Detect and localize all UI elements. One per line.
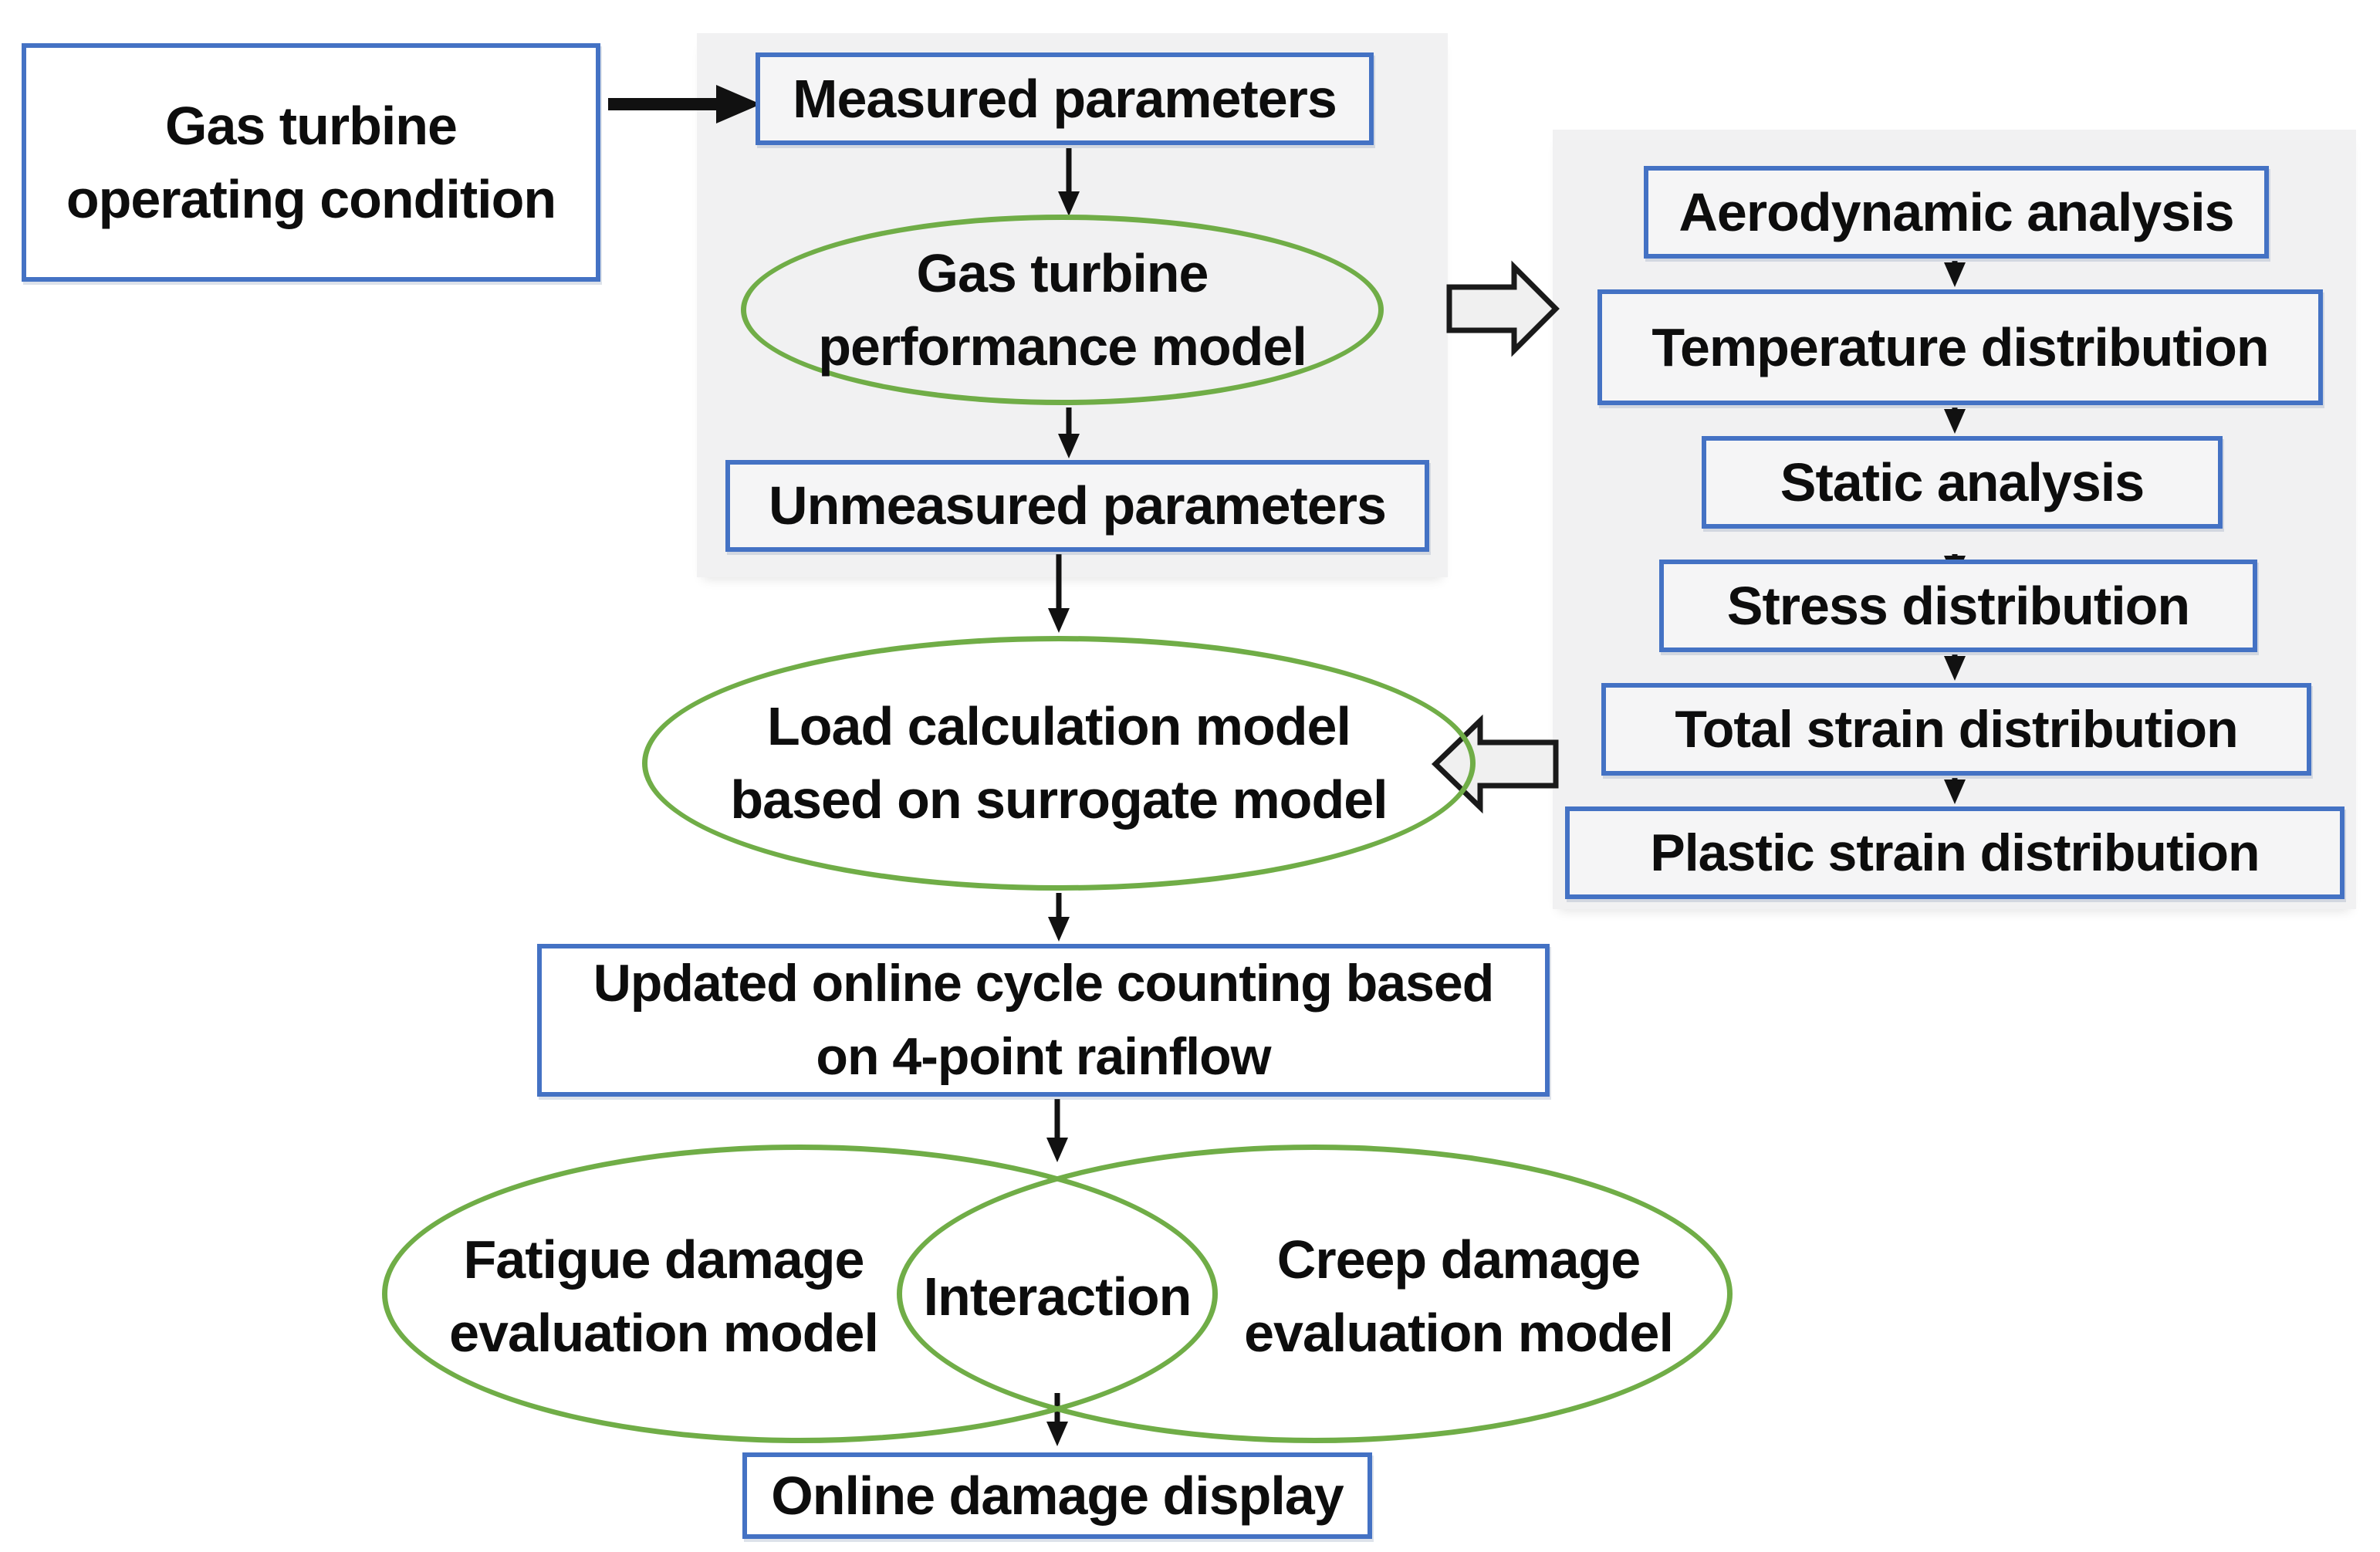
node-online-damage-display: Online damage display bbox=[742, 1452, 1372, 1539]
node-unmeasured-parameters: Unmeasured parameters bbox=[725, 460, 1429, 552]
node-plastic-strain-distribution: Plastic strain distribution bbox=[1565, 806, 2345, 899]
node-creep-ellipse bbox=[897, 1145, 1733, 1443]
node-stress-distribution: Stress distribution bbox=[1659, 560, 2257, 652]
node-operating-condition: Gas turbine operating condition bbox=[22, 43, 600, 282]
node-aerodynamic-analysis: Aerodynamic analysis bbox=[1644, 166, 2269, 259]
label-fatigue-damage: Fatigue damage evaluation model bbox=[449, 1229, 879, 1363]
node-static-analysis: Static analysis bbox=[1702, 436, 2223, 529]
node-temperature-distribution: Temperature distribution bbox=[1597, 289, 2323, 405]
node-measured-parameters: Measured parameters bbox=[756, 52, 1374, 145]
node-load-calculation-model: Load calculation model based on surrogat… bbox=[642, 636, 1476, 891]
node-total-strain-distribution: Total strain distribution bbox=[1601, 683, 2311, 776]
label-creep-damage: Creep damage evaluation model bbox=[1244, 1229, 1674, 1363]
node-performance-model: Gas turbine performance model bbox=[741, 215, 1384, 405]
node-cycle-counting: Updated online cycle counting based on 4… bbox=[537, 944, 1550, 1097]
label-interaction: Interaction bbox=[923, 1266, 1192, 1327]
block-arrow-right-icon bbox=[1446, 260, 1560, 357]
